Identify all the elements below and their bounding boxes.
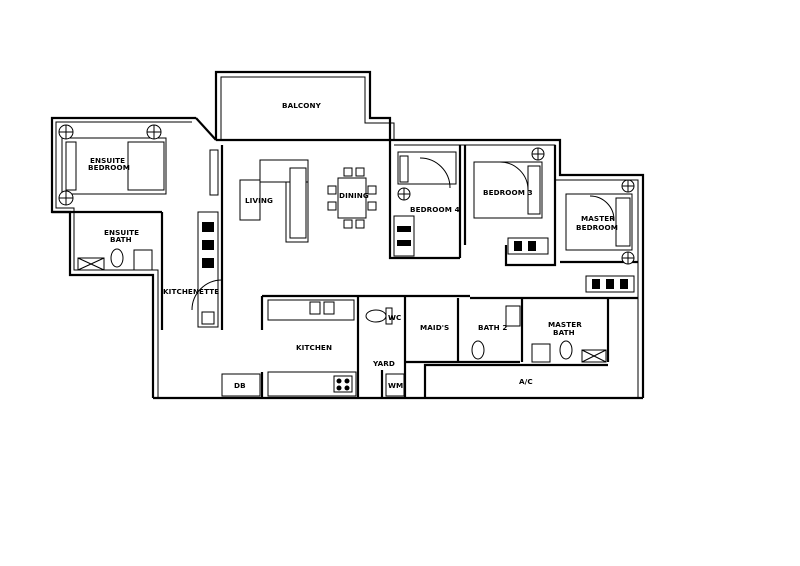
label-master-bath-2: BATH: [553, 328, 575, 337]
master-bath-fixtures: [531, 340, 607, 363]
label-ensuite-bath-2: BATH: [110, 235, 132, 244]
kitchenette-counter: [197, 149, 219, 328]
label-wm: WM: [388, 381, 403, 390]
label-ensuite-bath-1: ENSUITE: [104, 228, 139, 237]
interior-walls: [160, 140, 638, 398]
label-ensuite-bedroom-2: BEDROOM: [88, 163, 130, 172]
door-swings: [191, 157, 615, 311]
ensuite-bath-fixtures: [77, 248, 153, 271]
label-yard: YARD: [372, 359, 395, 368]
label-master-bedroom-2: BEDROOM: [576, 223, 618, 232]
label-bedroom4: BEDROOM 4: [410, 205, 460, 214]
label-ensuite-bedroom-1: ENSUITE: [90, 156, 125, 165]
label-balcony: BALCONY: [282, 101, 322, 110]
bedside-lamp-icon: [58, 124, 162, 206]
living-sofa: [239, 159, 309, 243]
label-bedroom3: BEDROOM 3: [483, 188, 533, 197]
bedroom3-furniture: [473, 147, 549, 255]
wc-toilet-icon: [365, 307, 393, 325]
label-living: LIVING: [245, 196, 273, 205]
label-ac: A/C: [519, 377, 533, 386]
label-master-bath-1: MASTER: [548, 320, 582, 329]
label-dining: DINING: [339, 191, 369, 200]
bedroom4-furniture: [393, 151, 457, 257]
ensuite-bed: [61, 137, 167, 195]
label-master-bedroom-1: MASTER: [581, 214, 615, 223]
label-wc: WC: [388, 313, 401, 322]
exterior-walls: [50, 70, 645, 400]
dining-set: [327, 167, 377, 229]
master-bedroom-furniture: [565, 179, 635, 293]
washing-machine: [385, 373, 405, 397]
bath2-fixtures: [471, 305, 521, 360]
label-db: DB: [234, 381, 246, 390]
kitchen-counters: [267, 299, 357, 397]
label-kitchen: KITCHEN: [296, 343, 332, 352]
label-kitchenette: KITCHENETTE: [163, 287, 219, 296]
label-bath2: BATH 2: [478, 323, 508, 332]
label-maids: MAID'S: [420, 323, 449, 332]
